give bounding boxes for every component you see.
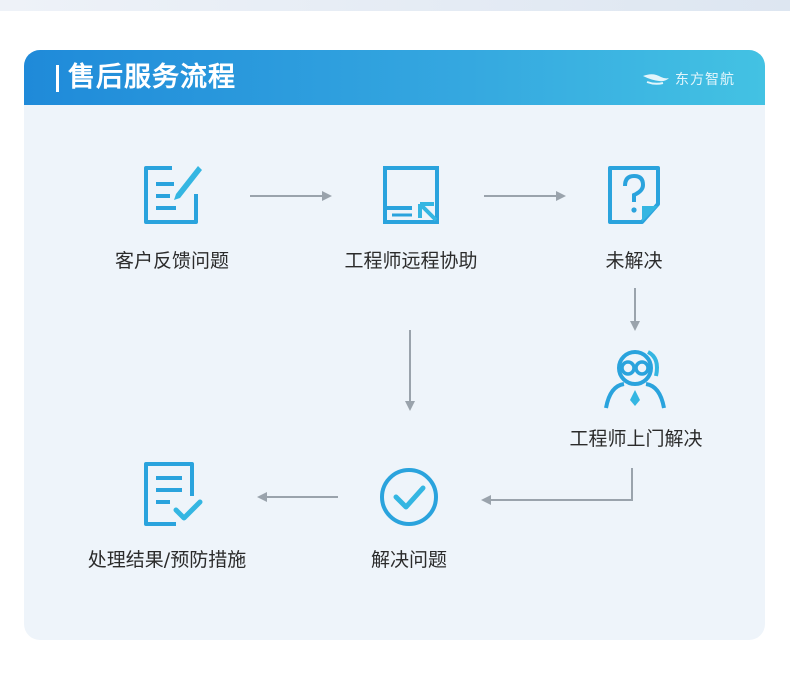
step-onsite-label: 工程师上门解决 [569,428,703,450]
title-accent-bar [56,65,59,92]
page-title: 售后服务流程 [68,62,236,93]
step-result-label: 处理结果/预防措施 [87,549,247,571]
checklist-doc-icon [144,462,203,526]
card-header: 售后服务流程 东方智航 [24,50,765,105]
step-onsite [602,348,668,410]
top-strip [0,0,790,11]
question-doc-icon [608,166,660,224]
check-circle-icon [380,468,438,526]
engineer-icon [604,350,666,409]
brand-name: 东方智航 [675,72,735,88]
flow-card: 售后服务流程 东方智航 [24,50,765,640]
step-unresolved [606,164,662,226]
edit-form-icon [144,166,202,224]
step-remote-label: 工程师远程协助 [344,250,478,272]
brand-logo: 东方智航 [641,68,735,90]
remote-screen-icon [383,166,439,224]
step-result [140,460,206,528]
step-resolved-label: 解决问题 [370,549,448,571]
step-feedback [140,160,204,226]
step-remote [382,164,442,226]
step-unresolved-label: 未解决 [605,250,663,272]
brand-bird-icon [643,74,669,85]
step-feedback-label: 客户反馈问题 [114,250,230,272]
step-resolved [378,466,440,528]
